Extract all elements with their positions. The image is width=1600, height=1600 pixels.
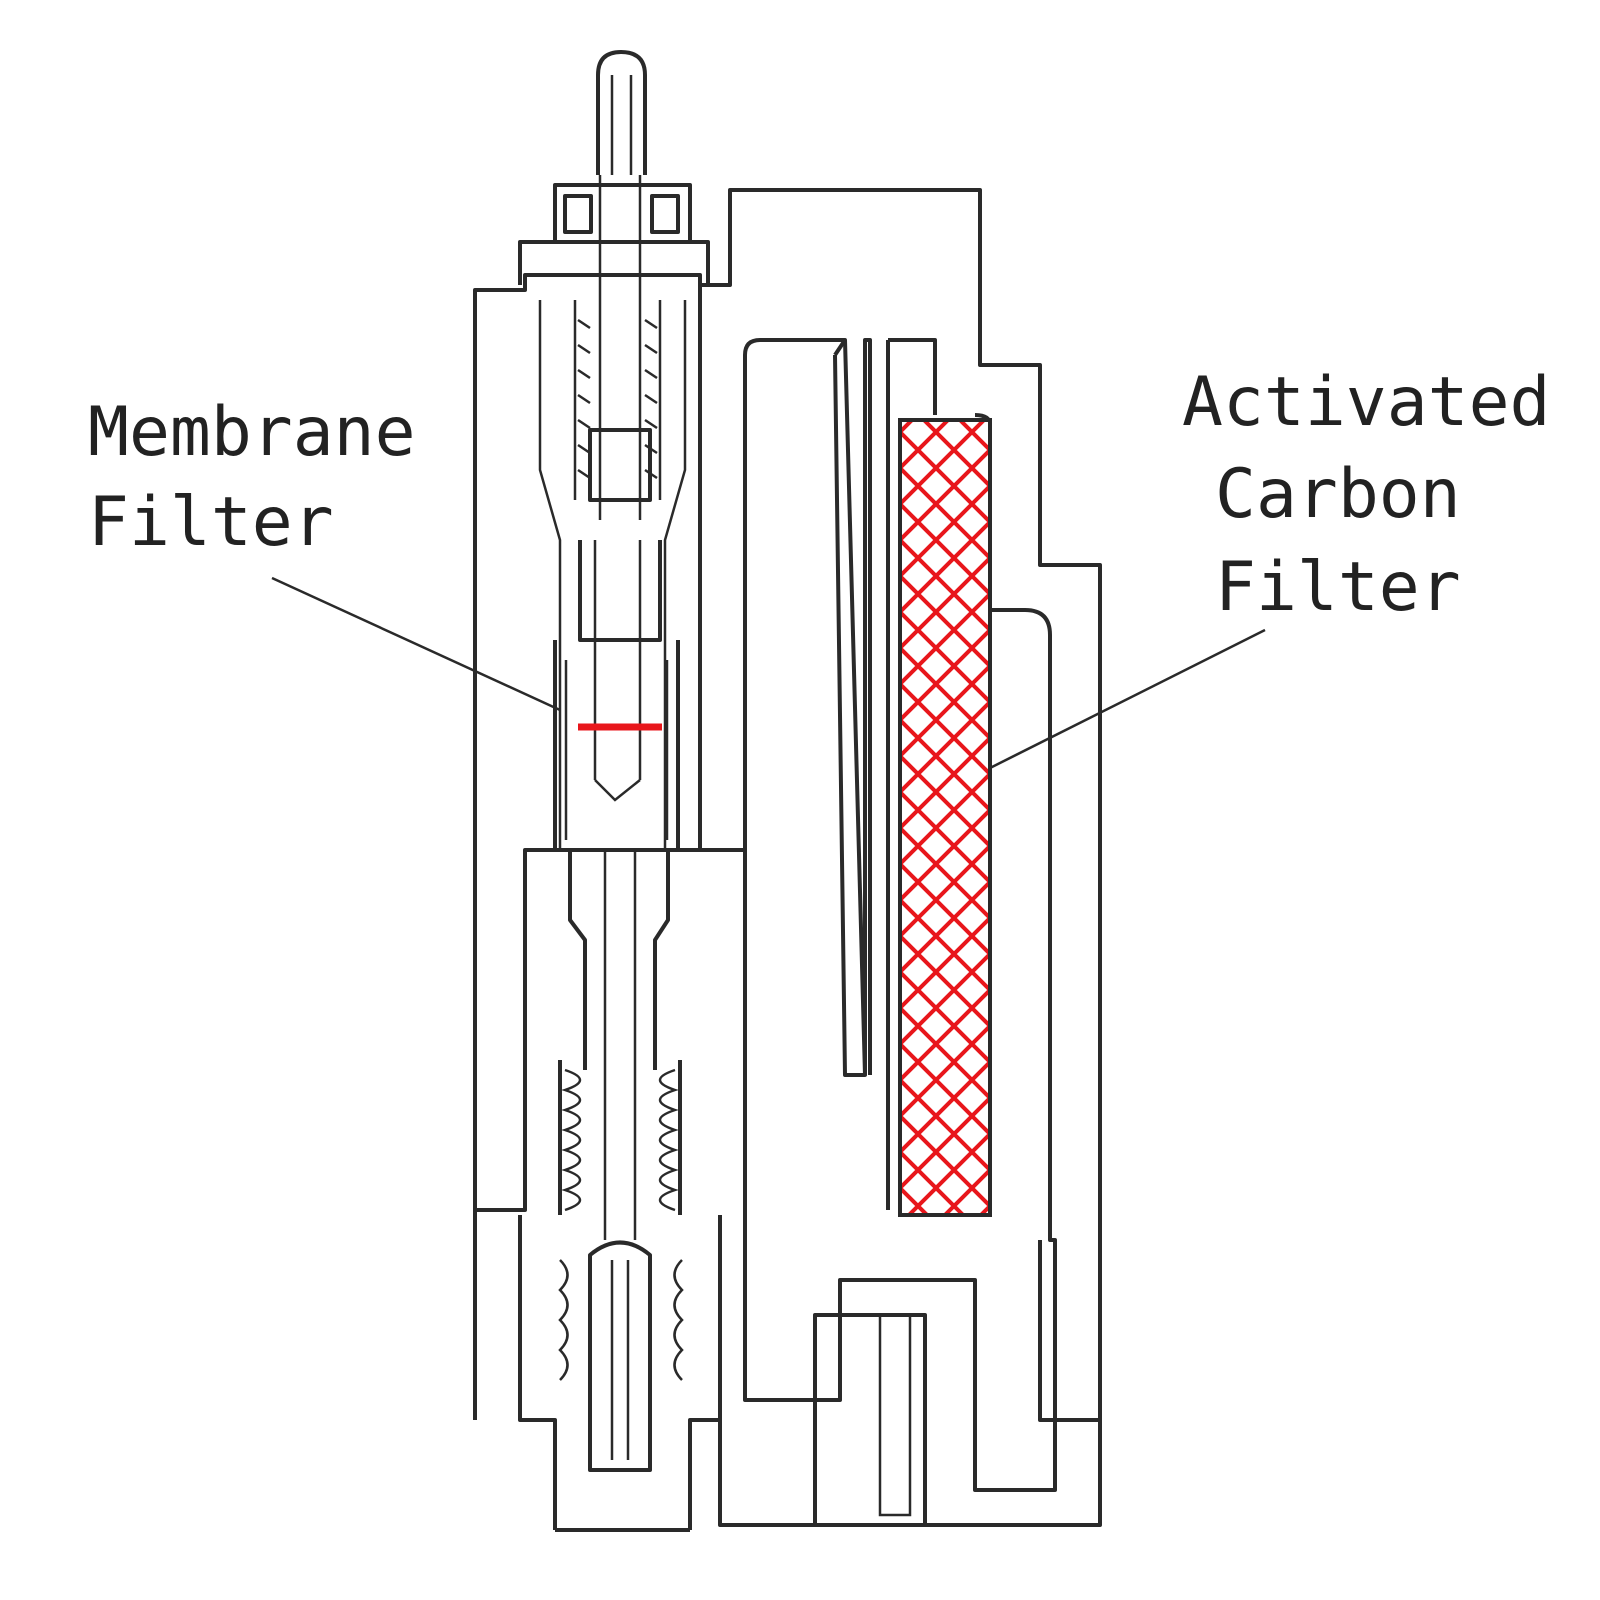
membrane-filter-leader-line [271, 576, 561, 712]
carbon-filter-leader-line [989, 628, 1266, 770]
thread-marks [577, 318, 658, 480]
activated-carbon-filter-cartridge [898, 418, 992, 1217]
membrane-filter-label-line1: Membrane [88, 393, 416, 472]
spring-coils [561, 1068, 679, 1212]
left-assembly [473, 50, 722, 1532]
membrane-filter-label: Membrane Filter [88, 393, 416, 562]
activated-carbon-filter-label: Activated Carbon Filter [1182, 363, 1550, 627]
right-assembly [700, 188, 1102, 1527]
carbon-filter-label-line3: Filter [1215, 548, 1461, 627]
carbon-filter-label-line2: Carbon [1215, 455, 1461, 534]
carbon-filter-label-line1: Activated [1182, 363, 1550, 442]
membrane-filter-label-line2: Filter [88, 483, 334, 562]
